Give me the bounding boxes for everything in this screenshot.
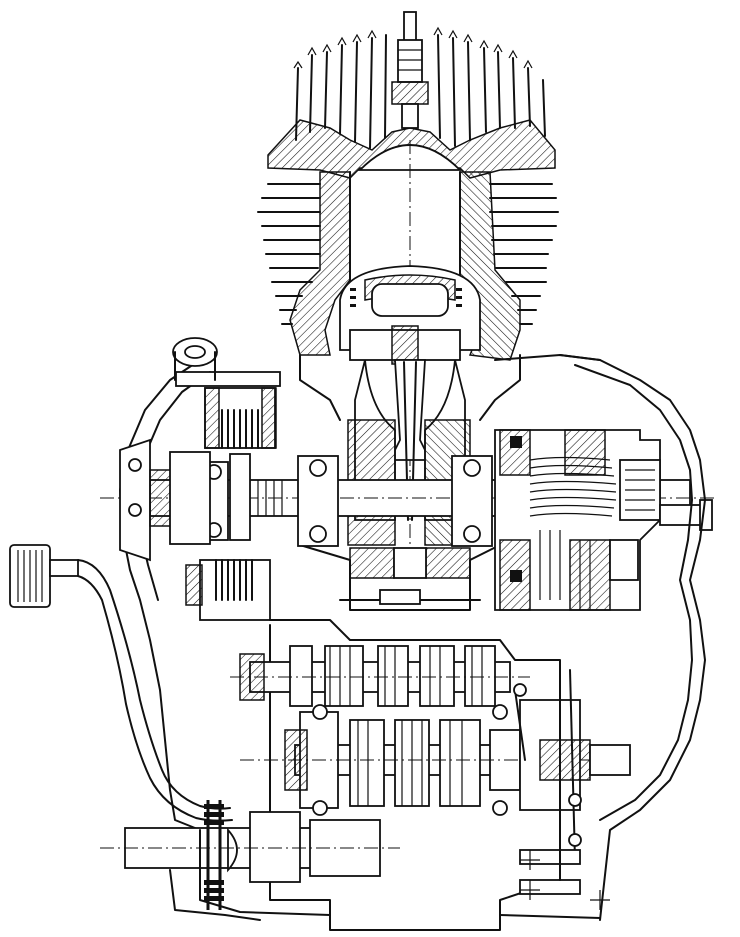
final-drive (100, 800, 400, 921)
clutch-assembly (119, 337, 281, 831)
alternator (494, 429, 713, 611)
lower-case (199, 699, 610, 919)
kickstart-lever (9, 544, 233, 822)
cylinder-barrel (257, 140, 559, 560)
piston (339, 265, 481, 365)
spark-plug (391, 11, 429, 129)
cylinder-head (267, 11, 556, 179)
gearbox (230, 619, 631, 931)
right-outer-case (559, 354, 706, 921)
